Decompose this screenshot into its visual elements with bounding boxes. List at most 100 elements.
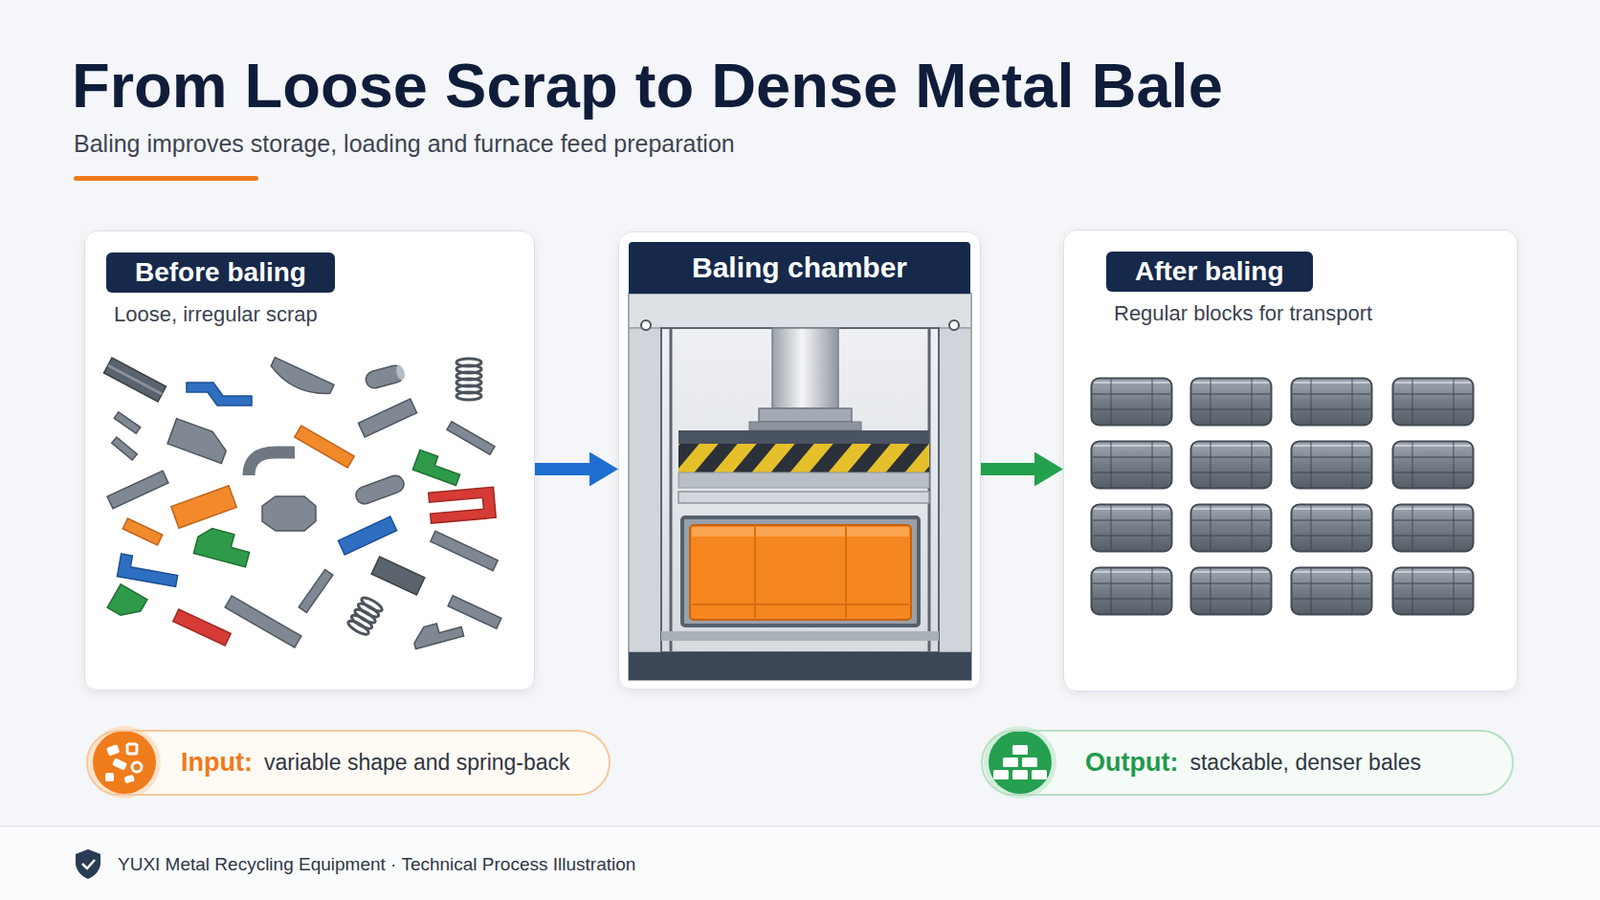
scrap-pieces-part-part xyxy=(394,364,406,382)
output-icon-part xyxy=(1031,770,1047,780)
baling-press-part xyxy=(641,320,651,331)
brand-shield-part xyxy=(82,860,95,869)
callout-text: variable shape and spring-back xyxy=(264,750,571,777)
scrap-pieces-part-part xyxy=(353,473,406,508)
scrap-pieces-part xyxy=(298,569,334,613)
bale-grid-part xyxy=(1191,505,1272,553)
scrap-pieces xyxy=(104,357,502,650)
scrap-pieces-part-part xyxy=(430,531,498,571)
stage-panel: After balingRegular blocks for transport xyxy=(1063,229,1518,692)
scrap-pieces-part xyxy=(107,470,169,510)
scrap-pieces-part xyxy=(171,486,237,529)
scrap-pieces-part xyxy=(224,596,302,648)
scrap-pieces-part-part xyxy=(337,516,397,556)
card-fills-part xyxy=(1063,229,1518,692)
bale-grid-part xyxy=(1291,505,1373,553)
baling-press-part xyxy=(678,472,930,489)
baling-press-part xyxy=(678,430,930,445)
flow-arrow xyxy=(980,463,1039,476)
input-icon-part xyxy=(132,762,142,773)
bale-grid-part xyxy=(1291,568,1373,616)
input-icon-part xyxy=(111,757,128,771)
scrap-pieces-part xyxy=(193,525,253,567)
scrap-pieces-part xyxy=(294,425,355,468)
baling-press-part xyxy=(949,320,959,331)
output-icon-part xyxy=(983,726,1057,800)
scrap-pieces-part xyxy=(337,516,397,556)
scrap-pieces-part-part xyxy=(171,486,237,529)
input-icon-part xyxy=(123,775,134,784)
scrap-pieces-part xyxy=(447,596,502,630)
scrap-pieces-part-part xyxy=(167,419,231,465)
baling-press-part xyxy=(749,422,862,431)
scrap-pieces-part xyxy=(113,412,141,435)
scrap-pieces-part-part xyxy=(116,554,179,587)
scrap-pieces-part-part xyxy=(248,452,295,476)
scrap-pieces-part-part xyxy=(447,596,502,630)
footer-rule xyxy=(0,825,1600,828)
subtitle: Baling improves storage, loading and fur… xyxy=(73,129,735,158)
bale-grid-part xyxy=(1393,505,1474,553)
scrap-pieces-part xyxy=(428,487,497,524)
bale-grid xyxy=(1091,378,1474,616)
scrap-pieces-part xyxy=(353,473,406,508)
output-pill-fill xyxy=(980,730,1514,797)
scrap-pieces-part-part xyxy=(357,399,417,438)
baling-press-part xyxy=(628,328,662,653)
scrap-pieces-part-part xyxy=(371,556,425,596)
scrap-pieces-part-part xyxy=(266,357,334,402)
panel-header: Baling chamber xyxy=(628,242,971,294)
scrap-pieces-part-part xyxy=(186,382,252,406)
scrap-pieces-part xyxy=(363,363,406,391)
flow-arrow xyxy=(534,463,594,476)
baling-press-part xyxy=(691,527,910,537)
scrap-pieces-part-part xyxy=(262,496,316,532)
baling-press-part xyxy=(938,328,972,653)
input-icon-part xyxy=(106,744,120,757)
scrap-pieces-part xyxy=(107,584,148,623)
input-pill-fill xyxy=(86,730,611,797)
scrap-pieces-part xyxy=(122,518,162,546)
baling-press-part xyxy=(682,517,919,626)
page-title: From Loose Scrap to Dense Metal Bale xyxy=(71,54,1223,117)
output-icon-part xyxy=(993,770,1009,780)
brand-shield xyxy=(75,849,101,880)
callout-key: Input: xyxy=(180,748,253,778)
baling-press-part xyxy=(691,603,910,606)
baling-press-part xyxy=(628,652,972,681)
scrap-pieces-part-part xyxy=(111,437,138,461)
bale-grid-part xyxy=(1393,378,1474,426)
scrap-pieces-part-part xyxy=(173,609,231,646)
scrap-pieces-part-part xyxy=(298,569,334,613)
card-fills-part xyxy=(84,230,535,691)
baling-press-part xyxy=(678,444,930,473)
baling-press-part xyxy=(661,328,939,653)
title-underline xyxy=(73,176,259,181)
bale-grid-part xyxy=(1191,568,1272,616)
scrap-pieces-part xyxy=(371,556,425,596)
card-fills-part xyxy=(618,231,981,690)
scrap-pieces-part xyxy=(104,357,167,402)
stage-description: Regular blocks for transport xyxy=(1113,301,1373,327)
scrap-pieces-part-part xyxy=(294,425,355,468)
callout-text: stackable, denser bales xyxy=(1189,750,1422,777)
footer-credit: YUXI Metal Recycling Equipment · Technic… xyxy=(117,854,636,877)
baling-press-part xyxy=(689,525,912,621)
baling-press-part xyxy=(669,328,673,653)
bale-grid-part xyxy=(1091,442,1173,489)
output-callout: Output:stackable, denser bales xyxy=(980,730,1514,797)
scrap-pieces-part-part xyxy=(107,470,169,510)
scrap-pieces-part xyxy=(248,452,295,476)
bale-grid-part xyxy=(1393,568,1474,616)
baling-press-part xyxy=(678,491,930,504)
scrap-pieces-part-part xyxy=(346,619,371,638)
scrap-pieces-part-part xyxy=(410,618,464,650)
baling-press xyxy=(628,293,972,681)
card-fills xyxy=(84,229,1518,692)
output-icon xyxy=(983,726,1057,800)
input-icon-part xyxy=(105,773,114,782)
scrap-pieces-part xyxy=(430,531,498,571)
bale-grid-part xyxy=(1091,568,1173,616)
baling-press-part xyxy=(661,631,939,642)
